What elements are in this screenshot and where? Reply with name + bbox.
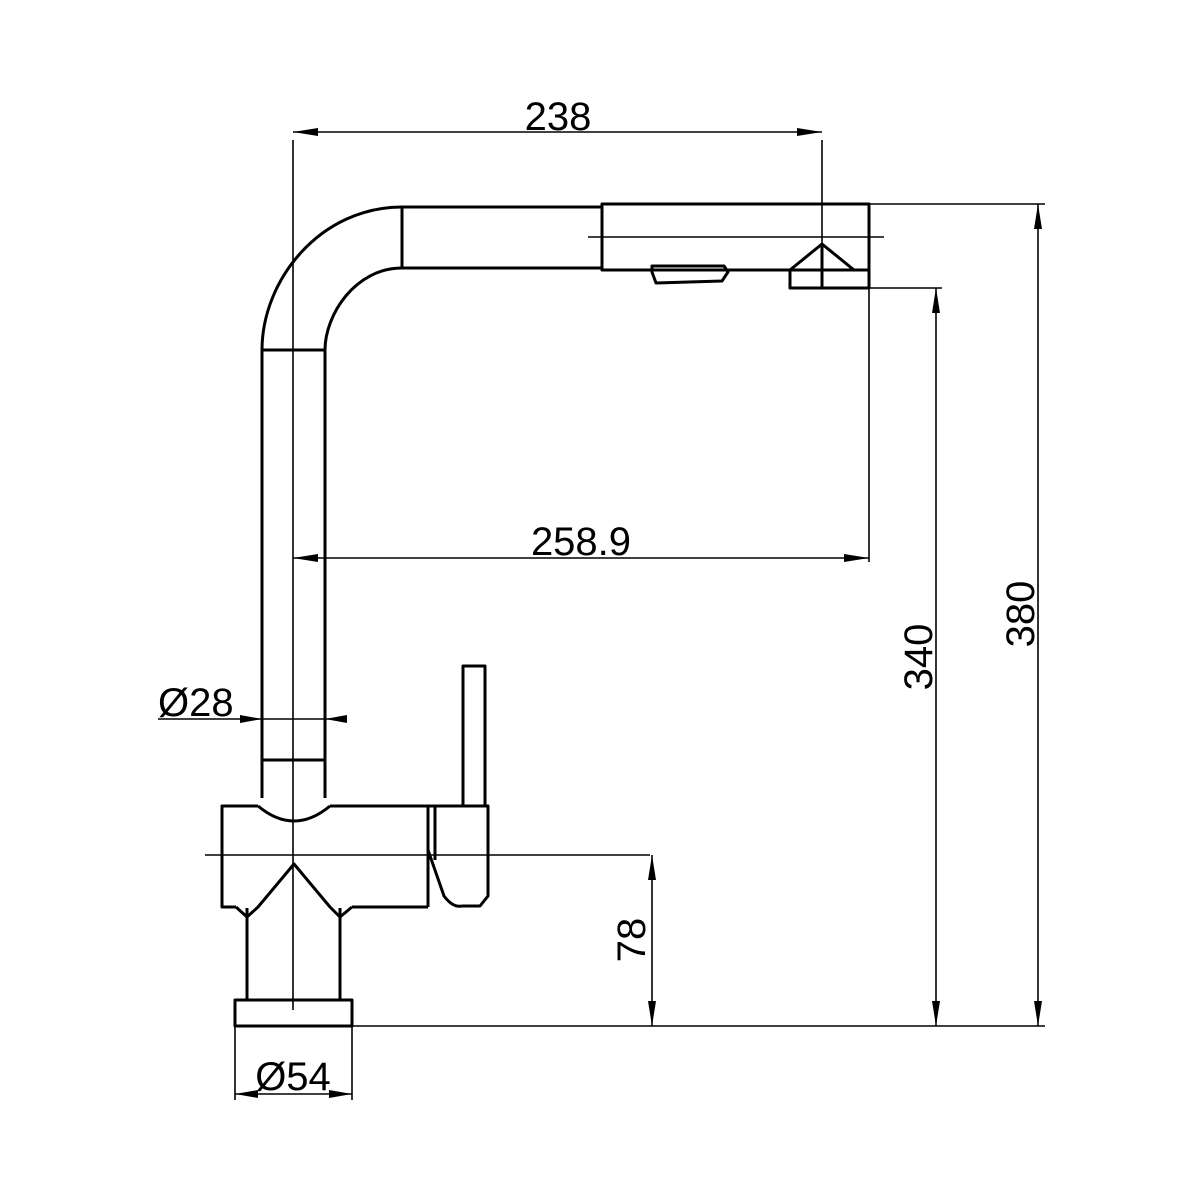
dimension-label-overall-reach: 258.9	[531, 520, 631, 564]
dimension-spout-reach: 238	[293, 95, 822, 139]
dimension-total-height: 380	[869, 203, 1045, 1026]
faucet-outline	[220, 202, 871, 1028]
dimension-outlet-height: 340	[869, 287, 942, 1026]
dimension-label-base-diameter: Ø54	[255, 1055, 331, 1099]
spout-arm	[402, 205, 602, 270]
center-lines	[205, 140, 884, 1010]
dimension-label-body-height: 78	[610, 918, 654, 963]
dimension-label-outlet-height: 340	[897, 624, 941, 691]
dimension-label-pipe-diameter: Ø28	[158, 681, 234, 725]
spout-elbow	[260, 205, 404, 351]
dimension-pipe-diameter: Ø28	[158, 681, 347, 725]
main-body	[220, 804, 428, 909]
handle-cartridge	[426, 804, 490, 908]
dimension-base-diameter: Ø54	[234, 1026, 353, 1100]
dimension-overall-reach: 258.9	[293, 270, 870, 564]
dimension-label-spout-reach: 238	[525, 95, 592, 139]
dimension-label-total-height: 380	[999, 581, 1043, 648]
spray-head	[600, 202, 871, 290]
lever	[461, 664, 487, 808]
pillar	[234, 862, 353, 1000]
dimension-body-height: 78	[610, 855, 656, 1026]
